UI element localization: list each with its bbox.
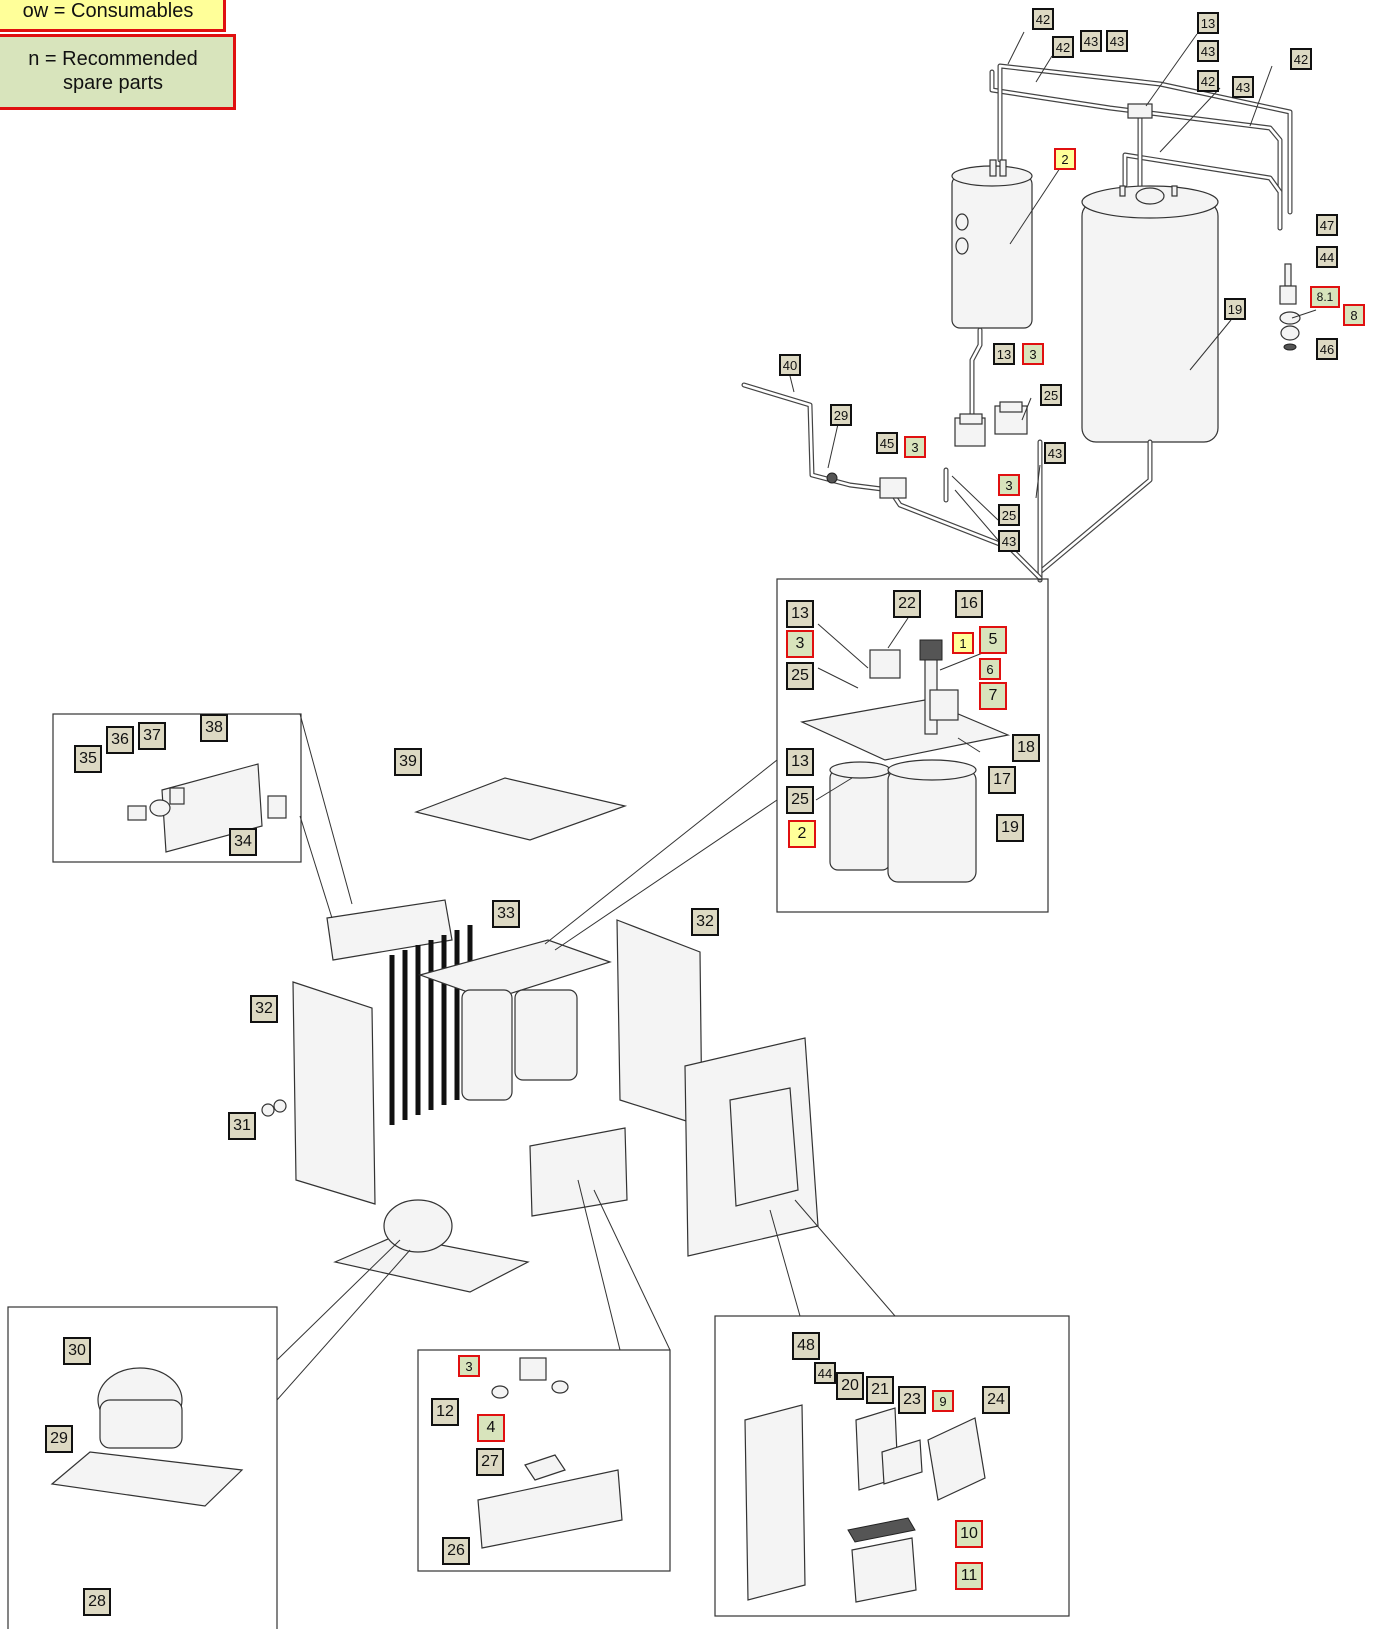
callout-42: 42 <box>1197 70 1219 92</box>
left-side-panel <box>292 981 376 1205</box>
callout-46: 46 <box>1316 338 1338 360</box>
callout-26: 26 <box>442 1537 470 1565</box>
callout-35: 35 <box>74 745 102 773</box>
callout-45: 45 <box>876 432 898 454</box>
callout-7: 7 <box>979 682 1007 710</box>
callout-16: 16 <box>955 590 983 618</box>
callout-32: 32 <box>250 995 278 1023</box>
callout-2: 2 <box>1054 148 1076 170</box>
callout-25: 25 <box>786 662 814 690</box>
electrical-board-inset <box>52 713 302 863</box>
leader-lines <box>276 31 1317 1401</box>
tank-plumbing-assembly <box>741 63 1301 583</box>
callout-24: 24 <box>982 1386 1010 1414</box>
callout-28: 28 <box>83 1588 111 1616</box>
callout-3: 3 <box>1022 343 1044 365</box>
callout-43: 43 <box>1080 30 1102 52</box>
callout-3: 3 <box>998 474 1020 496</box>
callout-43: 43 <box>1044 442 1066 464</box>
callout-34: 34 <box>229 828 257 856</box>
legend-recommended-spares: n = Recommended spare parts <box>0 34 236 110</box>
callout-31: 31 <box>228 1112 256 1140</box>
callout-6: 6 <box>979 658 1001 680</box>
callout-27: 27 <box>476 1448 504 1476</box>
callout-42: 42 <box>1032 8 1054 30</box>
cold-tank <box>1081 201 1219 443</box>
callout-8-1: 8.1 <box>1310 286 1340 308</box>
callout-32: 32 <box>691 908 719 936</box>
callout-20: 20 <box>836 1372 864 1400</box>
callout-11: 11 <box>955 1562 983 1590</box>
callout-38: 38 <box>200 714 228 742</box>
callout-9: 9 <box>932 1390 954 1412</box>
callout-33: 33 <box>492 900 520 928</box>
callout-25: 25 <box>1040 384 1062 406</box>
callout-42: 42 <box>1052 36 1074 58</box>
callout-3: 3 <box>786 630 814 658</box>
callout-39: 39 <box>394 748 422 776</box>
callout-1: 1 <box>952 632 974 654</box>
front-panel-inset <box>714 1315 1070 1617</box>
callout-22: 22 <box>893 590 921 618</box>
callout-44: 44 <box>814 1362 836 1384</box>
callout-25: 25 <box>998 504 1020 526</box>
callout-8: 8 <box>1343 304 1365 326</box>
callout-13: 13 <box>786 600 814 628</box>
callout-13: 13 <box>993 343 1015 365</box>
callout-25: 25 <box>786 786 814 814</box>
callout-19: 19 <box>996 814 1024 842</box>
callout-13: 13 <box>786 748 814 776</box>
condenser-coil <box>389 925 473 1125</box>
callout-5: 5 <box>979 626 1007 654</box>
callout-21: 21 <box>866 1376 894 1404</box>
callout-17: 17 <box>988 766 1016 794</box>
compressor-inset <box>7 1306 278 1629</box>
callout-48: 48 <box>792 1332 820 1360</box>
callout-3: 3 <box>904 436 926 458</box>
legend-consumables: ow = Consumables <box>0 0 226 32</box>
callout-23: 23 <box>898 1386 926 1414</box>
callout-4: 4 <box>477 1414 505 1442</box>
callout-40: 40 <box>779 354 801 376</box>
callout-36: 36 <box>106 726 134 754</box>
callout-43: 43 <box>1232 76 1254 98</box>
callout-43: 43 <box>1197 40 1219 62</box>
callout-12: 12 <box>431 1398 459 1426</box>
callout-2: 2 <box>788 820 816 848</box>
callout-30: 30 <box>63 1337 91 1365</box>
callout-18: 18 <box>1012 734 1040 762</box>
callout-43: 43 <box>1106 30 1128 52</box>
callout-47: 47 <box>1316 214 1338 236</box>
callout-3: 3 <box>458 1355 480 1377</box>
dispense-valve-inset <box>417 1349 671 1572</box>
callout-29: 29 <box>45 1425 73 1453</box>
callout-13: 13 <box>1197 12 1219 34</box>
callout-44: 44 <box>1316 246 1338 268</box>
callout-10: 10 <box>955 1520 983 1548</box>
callout-43: 43 <box>998 530 1020 552</box>
callout-42: 42 <box>1290 48 1312 70</box>
tank-module-inset <box>776 578 1049 913</box>
callout-29: 29 <box>830 404 852 426</box>
main-cabinet <box>261 777 819 1293</box>
top-cover <box>413 777 628 841</box>
callout-37: 37 <box>138 722 166 750</box>
callout-19: 19 <box>1224 298 1246 320</box>
